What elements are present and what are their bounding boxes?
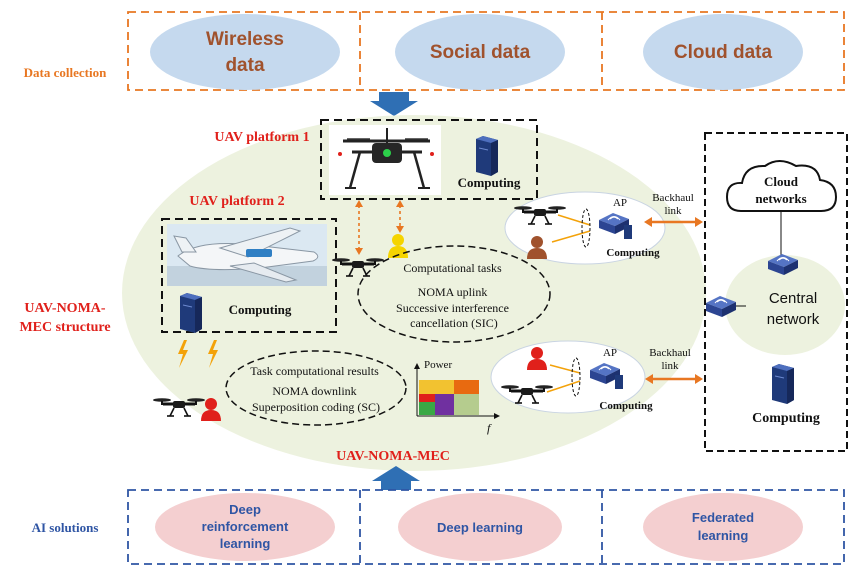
platform-link-arrows <box>358 205 401 250</box>
server-icon <box>624 225 632 239</box>
down-arrow-icon <box>370 92 418 116</box>
power-spectrum-chart: Power f <box>414 359 500 435</box>
deep-learning-label: Deep learning <box>437 520 523 535</box>
platform1-box <box>320 119 538 200</box>
ap-bottom-computing: Computing <box>599 400 653 412</box>
user-icon <box>201 398 221 421</box>
uplink-bubble <box>357 245 551 343</box>
backhaul-top-link <box>644 217 703 227</box>
central-network-bubble <box>725 255 845 355</box>
social-data-label: Social data <box>430 42 531 63</box>
platform1-title: UAV platform 1 <box>214 130 309 145</box>
ap-bottom-label: AP <box>603 347 617 359</box>
platform2-title: UAV platform 2 <box>189 194 284 209</box>
ai-solutions-label: AI solutions <box>32 520 99 535</box>
backhaul-bottom-link <box>645 374 703 384</box>
user-icon <box>388 234 408 258</box>
server-icon <box>771 363 795 405</box>
user-icon <box>527 236 547 259</box>
up-arrow-icon <box>372 466 420 490</box>
downlink-bubble <box>225 350 407 426</box>
cloud-data-label: Cloud data <box>674 42 773 63</box>
downlink-text: Task computational results NOMA downlink… <box>250 364 381 414</box>
structure-label: UAV-NOMA-MEC structure <box>19 301 110 335</box>
server-icon <box>179 292 203 334</box>
server-icon <box>475 135 499 177</box>
frequency-axis-label: f <box>487 421 492 435</box>
cloud-icon <box>725 160 838 212</box>
platform2-computing: Computing <box>229 302 292 317</box>
cloud-computing-label: Computing <box>752 411 820 426</box>
uplink-text: Computational tasks NOMA uplink Successi… <box>396 261 512 330</box>
platform1-drone-photo <box>329 125 441 195</box>
ap-top-computing: Computing <box>606 247 660 259</box>
cloud-panel <box>704 132 848 452</box>
ap-top-label: AP <box>613 197 627 209</box>
uav-noma-mec-label: UAV-NOMA-MEC <box>336 449 450 464</box>
power-axis-label: Power <box>424 359 452 371</box>
data-collection-label: Data collection <box>24 65 107 80</box>
user-icon <box>527 347 547 370</box>
airplane-icon <box>167 224 327 286</box>
arrow-heads <box>355 200 404 255</box>
platform1-computing: Computing <box>458 175 521 190</box>
server-icon <box>615 375 623 389</box>
